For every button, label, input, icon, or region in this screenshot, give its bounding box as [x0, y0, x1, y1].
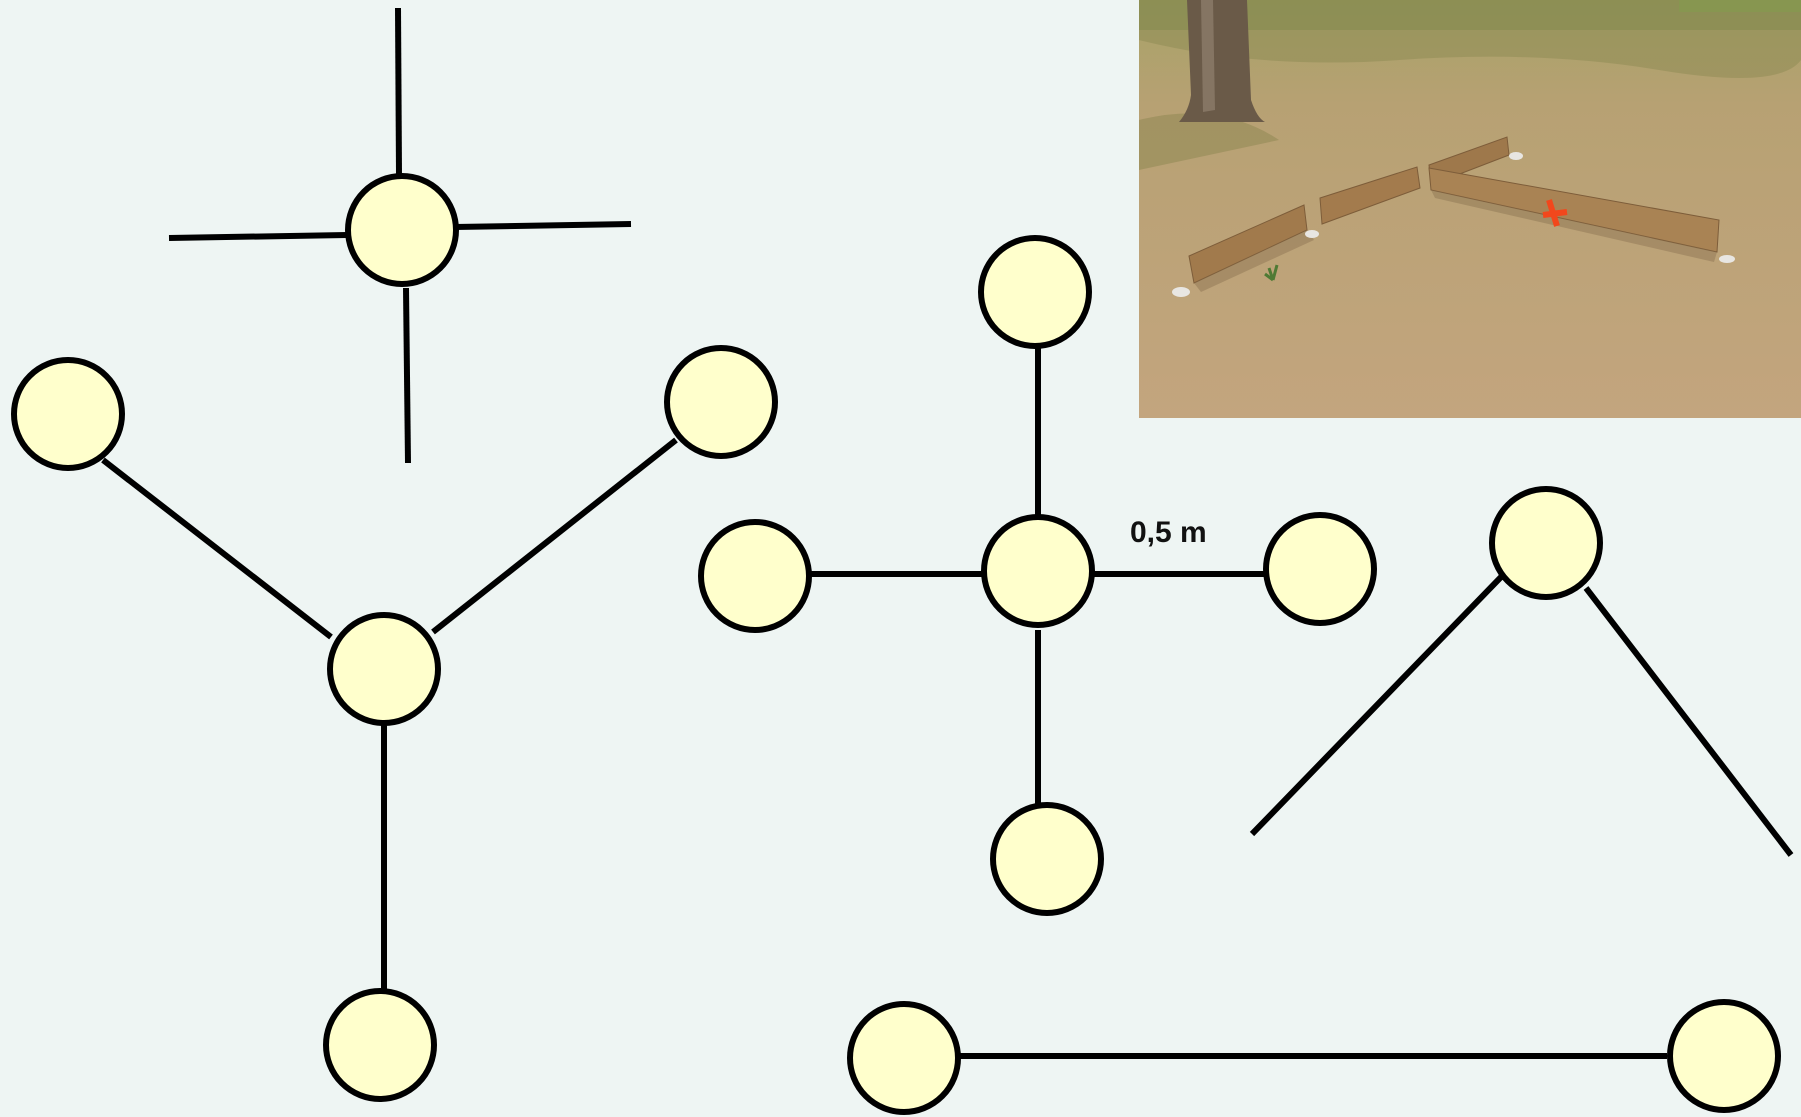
y-center-node: [327, 612, 441, 726]
cross-arm-up: [395, 7, 402, 176]
plus-center-node: [981, 514, 1095, 628]
y-arm-left: [101, 457, 333, 640]
y-bottom-node: [323, 988, 437, 1102]
distance-label: 0,5 m: [1130, 516, 1207, 549]
cross-arm-left: [168, 232, 348, 241]
plus-left-node: [698, 519, 812, 633]
field-photo: [1139, 0, 1801, 418]
cross-arm-down: [403, 287, 411, 464]
cross-center-node: [345, 173, 459, 287]
plus-bottom-node: [990, 802, 1104, 916]
y-left-node: [11, 357, 125, 471]
bottom-left-node: [847, 1001, 961, 1115]
plus-right-node: [1263, 512, 1377, 626]
y-right-node: [664, 345, 778, 459]
cross-arm-right: [454, 221, 632, 230]
y-arm-right: [431, 437, 678, 635]
field-photo-icon: [1139, 0, 1801, 418]
v-top-node: [1489, 486, 1603, 600]
plus-top-node: [978, 235, 1092, 349]
v-arm-right: [1583, 586, 1794, 857]
v-arm-left: [1249, 573, 1505, 837]
bottom-right-node: [1667, 999, 1781, 1113]
